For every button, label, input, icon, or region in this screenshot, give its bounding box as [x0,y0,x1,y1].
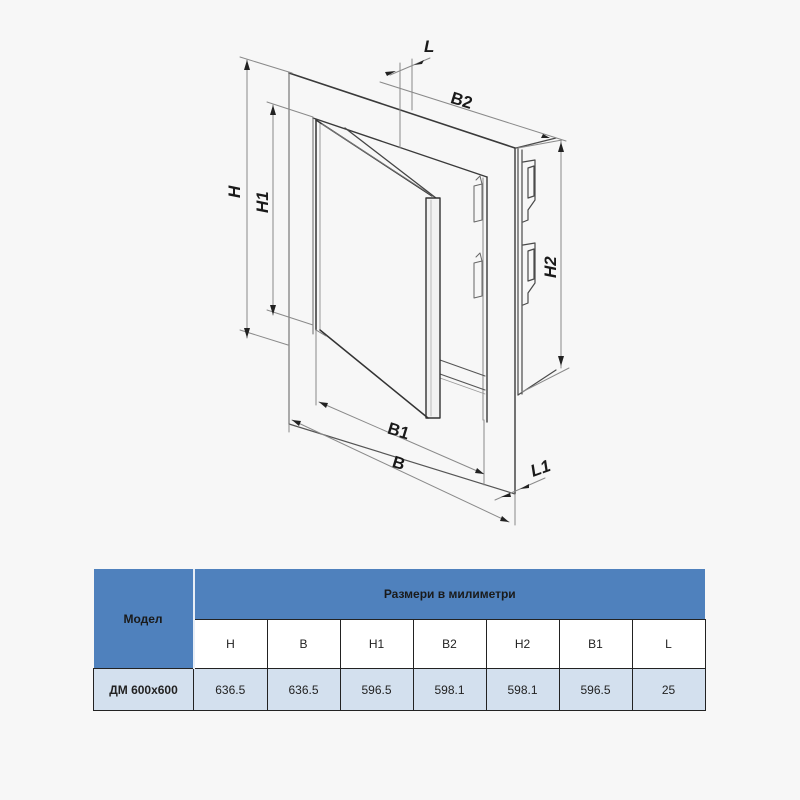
dimension-labels: H H1 H2 B2 B1 B L L1 [225,37,560,481]
dimensions-group-header: Размери в милиметри [193,569,705,619]
dimension-arrows [244,60,564,522]
door-panel [315,119,441,419]
model-cell: ДМ 600x600 [93,668,194,711]
label-b2: B2 [448,88,474,113]
opening [312,117,488,423]
column-header-l: L [631,618,706,669]
table-subheader-row: H B H1 B2 H2 B1 L [94,618,706,669]
label-h: H [225,185,244,198]
outer-frame [288,72,516,495]
table-header-row: Модел Размери в милиметри [93,569,705,669]
table-row: ДМ 600x600 636.5 636.5 596.5 598.1 598.1… [93,668,706,711]
value-cell-l: 25 [631,668,706,711]
column-header-b1: B1 [558,618,633,669]
dimension-lines [239,56,570,526]
model-header: Модел [93,569,195,669]
label-l: L [424,37,434,56]
column-header-h2: H2 [485,618,560,669]
value-cell-h1: 596.5 [339,668,414,711]
value-cell-h2: 598.1 [485,668,560,711]
dimensions-table: Модел Размери в милиметри H B H1 B2 H2 B… [93,569,706,711]
column-header-b: B [266,618,341,669]
label-b: B [390,452,407,474]
value-cell-h: 636.5 [193,668,268,711]
column-header-b2: B2 [412,618,487,669]
value-cell-b1: 596.5 [558,668,633,711]
label-l1: L1 [528,456,553,481]
label-h1: H1 [253,191,272,213]
column-header-h: H [193,618,268,669]
value-cell-b2: 598.1 [412,668,487,711]
label-h2: H2 [541,256,560,278]
label-b1: B1 [385,419,411,444]
access-door-diagram: H H1 H2 B2 B1 B L L1 [225,37,570,526]
value-cell-b: 636.5 [266,668,341,711]
column-header-h1: H1 [339,618,414,669]
